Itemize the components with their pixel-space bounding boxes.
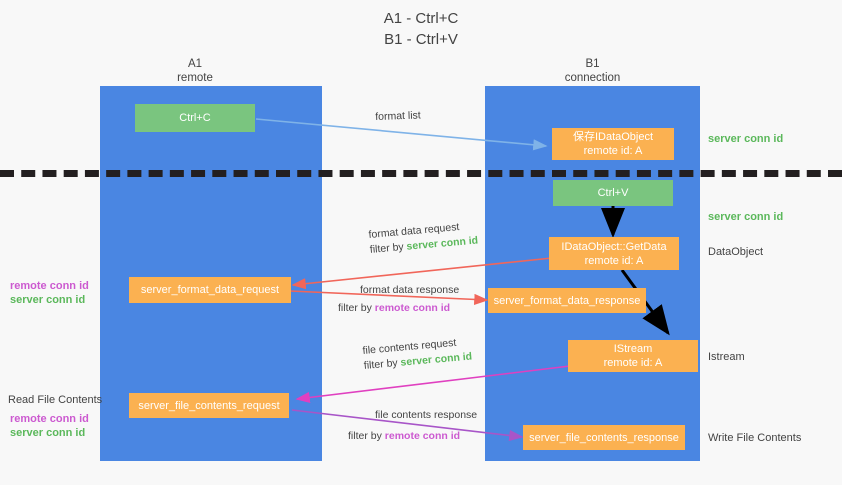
ann-fcres-highlight: remote conn id <box>384 430 461 442</box>
box-ctrl-v-label: Ctrl+V <box>597 187 629 199</box>
box-save-idataobject-line2: remote id: A <box>583 145 643 157</box>
box-istream[interactable]: IStream remote id: A <box>568 340 698 372</box>
box-file-contents-response-label: server_file_contents_response <box>529 431 679 444</box>
annotation-format-data-request: format data request filter by server con… <box>368 219 479 258</box>
annotation-format-data-response: format data response filter by remote co… <box>338 283 460 316</box>
title-line-1: A1 - Ctrl+C <box>383 10 459 27</box>
annotation-format-data-response-line2: filter by remote conn id <box>338 301 459 316</box>
label-istream: Istream <box>708 351 745 363</box>
phase-divider <box>0 170 842 177</box>
box-format-data-response-label: server_format_data_response <box>493 294 641 307</box>
lane-b1-name: B1 <box>585 58 600 70</box>
annotation-format-data-response-line1: format data response <box>360 284 460 296</box>
label-server-conn-id-top: server conn id <box>708 133 784 145</box>
title-line-2: B1 - Ctrl+V <box>384 31 458 48</box>
box-ctrl-c-label: Ctrl+C <box>179 112 211 124</box>
ann-fdres-prefix: filter by <box>338 302 375 314</box>
box-idataobject-getdata[interactable]: IDataObject::GetData remote id: A <box>549 237 679 270</box>
annotation-file-contents-response-line1: file contents response <box>375 409 478 421</box>
box-format-data-request-label: server_format_data_request <box>140 284 280 296</box>
ann-fcreq-prefix: filter by <box>363 356 402 372</box>
page-title: A1 - Ctrl+C B1 - Ctrl+V <box>0 8 842 50</box>
box-server-format-data-request[interactable]: server_format_data_request <box>129 277 291 303</box>
box-server-file-contents-response[interactable]: server_file_contents_response <box>523 425 685 450</box>
annotation-file-contents-response: file contents response filter by remote … <box>348 408 478 444</box>
label-dataobject: DataObject <box>708 246 764 258</box>
label-remote-conn-id-2: remote conn id <box>10 413 89 425</box>
ann-fdreq-prefix: filter by <box>369 240 408 256</box>
lane-a1-name: A1 <box>187 58 203 70</box>
label-server-conn-id-mid: server conn id <box>708 211 784 223</box>
label-remote-conn-id-1: remote conn id <box>10 280 89 292</box>
box-save-idataobject-line1: 保存IDataObject <box>572 131 654 143</box>
box-save-idataobject[interactable]: 保存IDataObject remote id: A <box>552 128 674 160</box>
box-file-contents-request-label: server_file_contents_request <box>138 399 280 412</box>
ann-fdres-highlight: remote conn id <box>374 302 451 314</box>
lane-header-a1: A1 remote <box>100 57 290 85</box>
label-server-conn-id-2: server conn id <box>10 427 86 439</box>
box-server-file-contents-request[interactable]: server_file_contents_request <box>129 393 289 418</box>
annotation-file-contents-request: file contents request filter by server c… <box>362 335 473 374</box>
lane-b1-sub: connection <box>564 72 621 84</box>
label-server-conn-id-1: server conn id <box>10 294 86 306</box>
left-label-group-file: remote conn id server conn id <box>10 412 96 440</box>
box-ctrl-c[interactable]: Ctrl+C <box>135 104 255 132</box>
left-label-group-format: remote conn id server conn id <box>10 279 96 307</box>
box-getdata-line2: remote id: A <box>584 254 644 267</box>
label-write-file-contents: Write File Contents <box>708 432 802 444</box>
box-ctrl-v[interactable]: Ctrl+V <box>553 180 673 206</box>
label-read-file-contents: Read File Contents <box>8 394 103 406</box>
lane-a1-sub: remote <box>177 72 213 84</box>
box-istream-line1: IStream <box>613 343 653 355</box>
annotation-file-contents-response-line2: filter by remote conn id <box>348 429 477 444</box>
lane-header-b1: B1 connection <box>485 57 700 85</box>
box-istream-line2: remote id: A <box>603 357 663 369</box>
ann-fcres-prefix: filter by <box>348 430 385 442</box>
annotation-format-list: format list <box>375 109 421 123</box>
box-getdata-line1: IDataObject::GetData <box>561 240 667 253</box>
box-server-format-data-response[interactable]: server_format_data_response <box>488 288 646 313</box>
